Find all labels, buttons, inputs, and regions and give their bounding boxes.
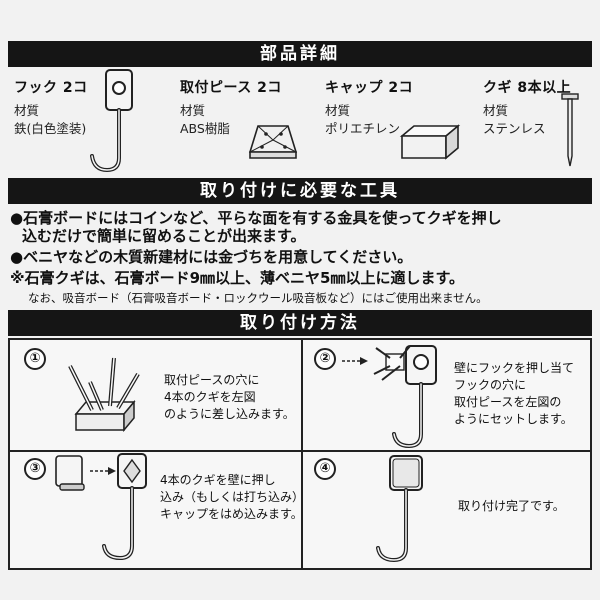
tools-section-title: 取り付けに必要な工具 — [8, 178, 592, 204]
part-nail-material: ステンレス — [483, 121, 546, 136]
tools-bullet2: ●ベニヤなどの木質新建材には金づちを用意してください。 — [10, 248, 413, 266]
part-piece-name: 取付ピース 2コ — [180, 80, 282, 96]
step-3-number: ③ — [24, 458, 46, 480]
step-3-text: 4本のクギを壁に押し 込み（もしくは打ち込み） キャップをはめ込みます。 — [160, 473, 305, 521]
tools-note1: ※石膏クギは、石膏ボード9㎜以上、薄ベニヤ5㎜以上に適します。 — [10, 269, 464, 287]
part-piece-material: ABS樹脂 — [180, 121, 230, 136]
step-3-arrow-icon — [90, 467, 116, 475]
tools-bullet1-line1: ●石膏ボードにはコインなど、平らな面を有する金具を使ってクギを押し — [10, 209, 502, 227]
step-1-text: 取付ピースの穴に 4本のクギを左図 のように差し込みます。 — [164, 373, 295, 421]
hook-illustration — [90, 69, 133, 173]
parts-section-title: 部品詳細 — [8, 41, 592, 67]
step-2-arrow-icon — [342, 357, 368, 365]
nail-illustration — [561, 93, 579, 167]
part-nail-name: クギ 8本以上 — [483, 80, 572, 96]
grid-divider-horizontal — [10, 450, 590, 452]
step-4-text: 取り付け完了です。 — [458, 499, 565, 513]
part-hook-name: フック 2コ — [14, 80, 88, 96]
part-hook-material: 鉄(白色塗装) — [14, 121, 87, 136]
step-2-illustration — [373, 345, 437, 449]
step-3-hook-illustration — [102, 453, 147, 561]
step-4-illustration — [376, 455, 423, 563]
tools-bullet1-line2: 込むだけで簡単に留めることが出来ます。 — [22, 227, 306, 245]
part-cap-material: ポリエチレン — [325, 121, 401, 136]
method-section-title: 取り付け方法 — [8, 310, 592, 336]
part-cap-name: キャップ 2コ — [325, 80, 414, 96]
step-1-illustration — [68, 357, 140, 433]
steps-grid: ① 取付ピースの穴に 4本のクギを左図 のように差し込みます。 ② — [8, 338, 592, 570]
part-nail-material-label: 材質 — [483, 103, 509, 118]
tools-note2: なお、吸音ボード（石膏吸音ボード・ロックウール吸音板など）にはご使用出来ません。 — [28, 291, 488, 305]
step-1-number: ① — [24, 348, 46, 370]
step-2-number: ② — [314, 348, 336, 370]
step-3-cap-illustration — [55, 455, 85, 491]
part-cap-material-label: 材質 — [325, 103, 351, 118]
step-4-number: ④ — [314, 458, 336, 480]
mounting-piece-illustration — [248, 125, 298, 159]
step-2-text: 壁にフックを押し当て フックの穴に 取付ピースを左図の ようにセットします。 — [454, 361, 575, 426]
cap-illustration — [399, 124, 461, 160]
grid-divider-vertical — [301, 340, 303, 568]
part-piece-material-label: 材質 — [180, 103, 206, 118]
part-hook-material-label: 材質 — [14, 103, 40, 118]
